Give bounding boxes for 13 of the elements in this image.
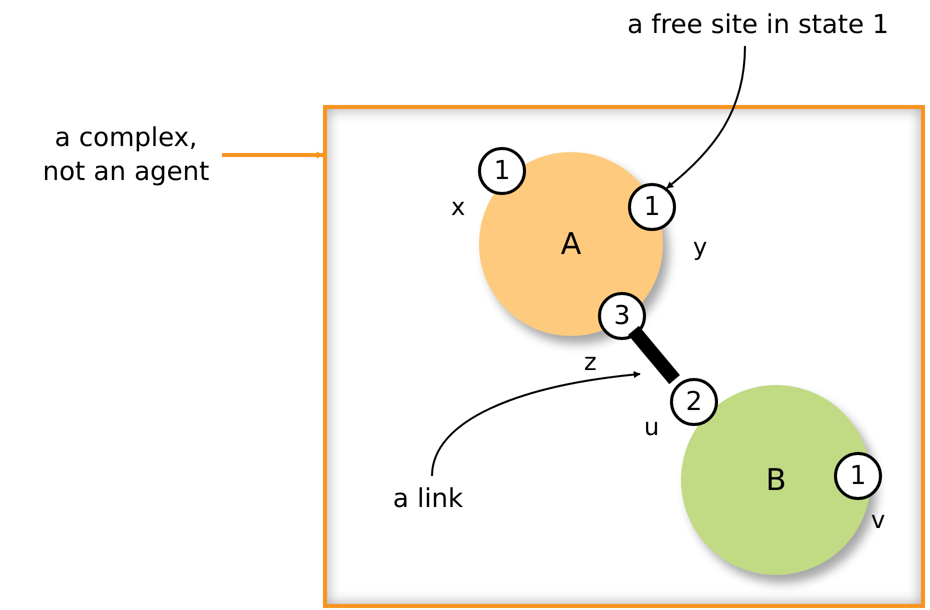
site-label: v	[871, 508, 886, 532]
annotation-text: a free site in state 1	[588, 6, 928, 46]
leader-arrow	[666, 46, 746, 189]
site-label: x	[451, 195, 466, 219]
annotation-text: a complex, not an agent	[30, 116, 222, 196]
site-label: u	[644, 415, 660, 439]
link-line	[628, 326, 680, 384]
annotation-text: a link	[376, 480, 480, 520]
arrow	[222, 152, 324, 158]
site-label: z	[584, 350, 597, 374]
complex-box	[323, 105, 925, 608]
site-label: y	[693, 235, 708, 259]
leader-arrow	[431, 371, 641, 476]
